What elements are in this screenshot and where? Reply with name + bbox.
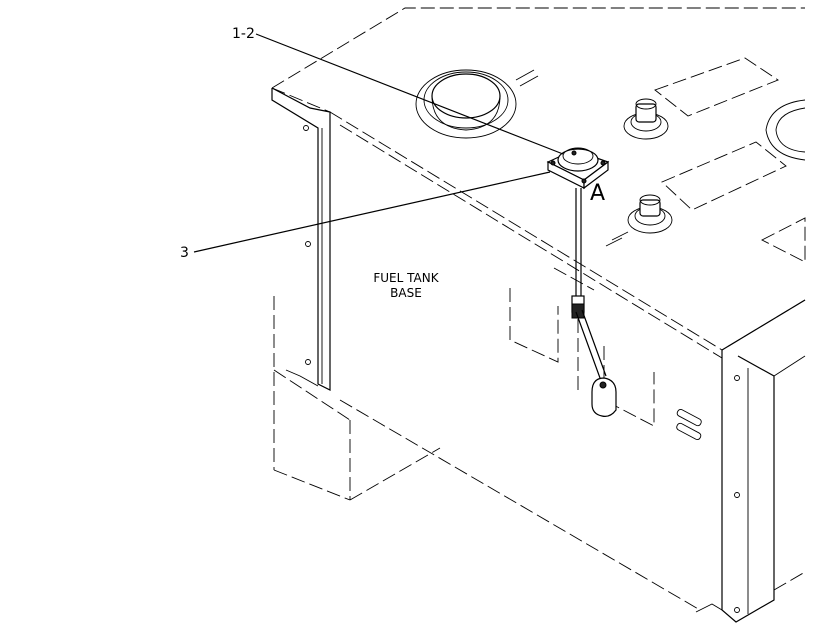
tank-cap-lower [605, 194, 673, 247]
left-mounting-bracket [271, 87, 331, 391]
tank-neck-right [765, 99, 806, 161]
callout-1-2: 1-2 [232, 26, 255, 42]
leader-lines [193, 33, 564, 253]
view-letter-a: A [590, 181, 605, 206]
sender-tube-and-float [571, 188, 617, 417]
front-face-recesses [509, 267, 702, 441]
fuel-tank-label-line1: FUEL TANK [373, 271, 439, 285]
filler-neck [415, 69, 539, 139]
fuel-tank-label-line2: BASE [390, 286, 422, 300]
tank-top-outline [271, 7, 806, 359]
fuel-level-sender [546, 147, 610, 190]
right-end-panel [695, 299, 806, 623]
top-access-panels [654, 57, 806, 263]
tank-left-side [273, 296, 701, 611]
tank-cap-upper [623, 98, 669, 140]
callout-3: 3 [180, 245, 189, 261]
